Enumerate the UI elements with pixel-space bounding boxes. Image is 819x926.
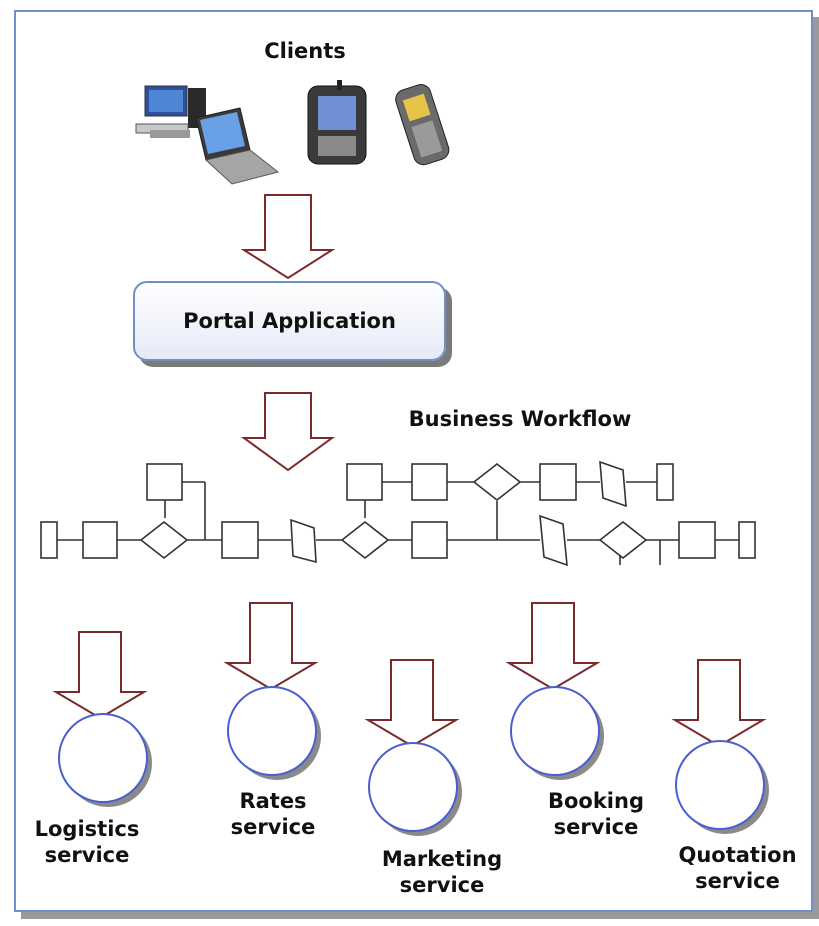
service-suffix: service bbox=[399, 873, 485, 898]
down-arrow-icon bbox=[505, 602, 601, 691]
logistics-service-label: Logistics service bbox=[22, 816, 152, 869]
service-name: Marketing bbox=[381, 847, 503, 871]
booking-service-label: Booking service bbox=[526, 788, 666, 841]
workflow-document-shape bbox=[599, 460, 627, 508]
service-name: Logistics bbox=[34, 817, 140, 841]
desktop-computer-icon bbox=[135, 85, 206, 138]
workflow-task-box bbox=[346, 463, 383, 501]
pda-icon bbox=[307, 80, 367, 165]
service-suffix: service bbox=[230, 815, 316, 840]
quotation-service-label: Quotation service bbox=[660, 842, 815, 895]
down-arrow-icon bbox=[240, 392, 336, 472]
down-arrow-icon bbox=[52, 631, 148, 720]
service-name: Quotation bbox=[678, 843, 797, 867]
workflow-document-shape bbox=[539, 514, 568, 567]
portal-application-label: Portal Application bbox=[183, 309, 396, 333]
service-name: Booking bbox=[547, 789, 644, 813]
workflow-task-box bbox=[221, 521, 259, 559]
workflow-decision-diamond bbox=[139, 520, 189, 560]
service-circle bbox=[675, 740, 765, 830]
workflow-decision-diamond bbox=[598, 520, 648, 560]
workflow-task-box bbox=[40, 521, 58, 559]
down-arrow-icon bbox=[223, 602, 319, 691]
service-suffix: service bbox=[44, 843, 130, 868]
workflow-task-box bbox=[146, 463, 183, 501]
workflow-decision-diamond bbox=[472, 462, 522, 502]
laptop-icon bbox=[195, 107, 280, 185]
clients-title: Clients bbox=[264, 39, 346, 63]
workflow-task-box bbox=[411, 521, 448, 559]
workflow-task-box bbox=[539, 463, 577, 501]
workflow-task-box bbox=[656, 463, 674, 501]
service-suffix: service bbox=[695, 869, 780, 894]
workflow-decision-diamond bbox=[340, 520, 390, 560]
service-circle bbox=[368, 742, 458, 832]
workflow-document-shape bbox=[290, 518, 317, 564]
workflow-task-box bbox=[678, 521, 716, 559]
service-circle bbox=[227, 686, 317, 776]
business-workflow-title: Business Workflow bbox=[408, 407, 632, 431]
down-arrow-icon bbox=[240, 194, 336, 280]
rates-service-label: Rates service bbox=[208, 788, 338, 841]
workflow-task-box bbox=[738, 521, 756, 559]
workflow-task-box bbox=[411, 463, 448, 501]
service-circle bbox=[58, 713, 148, 803]
service-suffix: service bbox=[553, 815, 639, 840]
portal-application-box: Portal Application bbox=[133, 281, 446, 361]
down-arrow-icon bbox=[671, 659, 767, 748]
service-name: Rates bbox=[239, 789, 307, 813]
service-circle bbox=[510, 686, 600, 776]
marketing-service-label: Marketing service bbox=[362, 846, 522, 899]
mobile-phone-icon bbox=[395, 84, 450, 166]
workflow-task-box bbox=[82, 521, 118, 559]
down-arrow-icon bbox=[364, 659, 460, 748]
